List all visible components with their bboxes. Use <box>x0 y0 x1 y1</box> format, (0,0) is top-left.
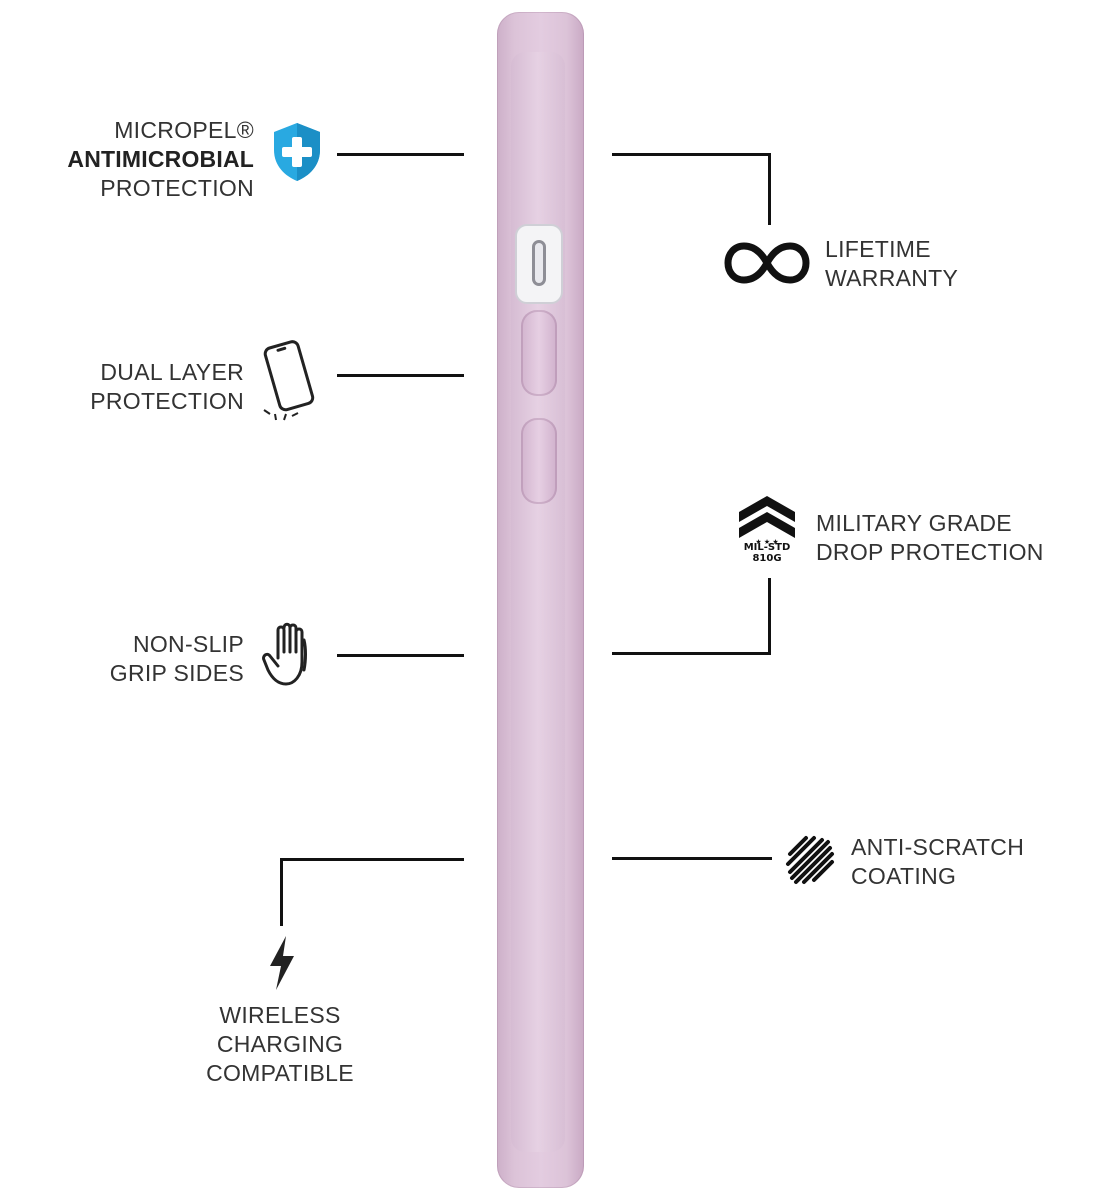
mil-std-line1: MIL-STD <box>743 542 791 553</box>
antimicrobial-label: MICROPEL® ANTIMICROBIAL PROTECTION <box>67 116 254 203</box>
chevron-icon: ★ ★ ★ <box>739 496 795 568</box>
mute-switch-cutout <box>515 224 563 304</box>
warranty-connector-vertical <box>768 153 771 225</box>
hand-icon <box>262 622 307 686</box>
wireless-line2: CHARGING <box>216 1031 344 1057</box>
dual-layer-line1: DUAL LAYER <box>100 359 244 385</box>
mil-std-text: MIL-STD 810G <box>736 542 798 564</box>
antimicrobial-line3: PROTECTION <box>100 175 254 201</box>
svg-text:★ ★ ★: ★ ★ ★ <box>755 538 778 546</box>
phone-case-side <box>497 12 584 1188</box>
anti-scratch-line2: COATING <box>851 863 957 889</box>
military-connector-horizontal <box>612 652 771 655</box>
wireless-label: WIRELESS CHARGING COMPATIBLE <box>180 1001 380 1088</box>
wireless-connector-horizontal <box>282 858 464 861</box>
anti-scratch-connector <box>612 857 772 860</box>
dual-layer-connector <box>337 374 464 377</box>
shield-plus-icon <box>274 123 320 181</box>
mil-std-line2: 810G <box>752 553 782 564</box>
dual-layer-line2: PROTECTION <box>90 388 244 414</box>
non-slip-line2: GRIP SIDES <box>109 660 244 686</box>
warranty-label: LIFETIME WARRANTY <box>825 235 958 293</box>
non-slip-connector <box>337 654 464 657</box>
non-slip-line1: NON-SLIP <box>132 631 244 657</box>
infinity-icon <box>724 242 810 284</box>
case-rail <box>511 52 565 1152</box>
anti-scratch-label: ANTI-SCRATCH COATING <box>851 833 1024 891</box>
wireless-line3: COMPATIBLE <box>206 1060 354 1086</box>
volume-down-button <box>521 418 557 504</box>
lightning-bolt-icon <box>270 936 294 990</box>
antimicrobial-line2: ANTIMICROBIAL <box>67 146 254 172</box>
military-line2: DROP PROTECTION <box>816 539 1044 565</box>
wireless-line1: WIRELESS <box>219 1002 341 1028</box>
non-slip-label: NON-SLIP GRIP SIDES <box>110 630 244 688</box>
dual-layer-label: DUAL LAYER PROTECTION <box>90 358 244 416</box>
warranty-connector-horizontal <box>612 153 771 156</box>
antimicrobial-connector <box>337 153 464 156</box>
antimicrobial-line1: MICROPEL® <box>114 117 254 143</box>
warranty-line1: LIFETIME <box>825 236 931 262</box>
military-line1: MILITARY GRADE <box>816 510 1012 536</box>
volume-up-button <box>521 310 557 396</box>
wireless-connector-vertical <box>280 858 283 926</box>
military-chevron-badge-icon: ★ ★ ★ MIL-STD 810G <box>736 494 798 570</box>
military-connector-vertical <box>768 578 771 655</box>
scratch-lines-icon <box>786 836 834 884</box>
warranty-line2: WARRANTY <box>825 265 959 291</box>
phone-drop-icon <box>263 340 315 421</box>
mute-switch <box>532 240 546 286</box>
military-label: MILITARY GRADE DROP PROTECTION <box>816 509 1044 567</box>
anti-scratch-line1: ANTI-SCRATCH <box>851 834 1025 860</box>
